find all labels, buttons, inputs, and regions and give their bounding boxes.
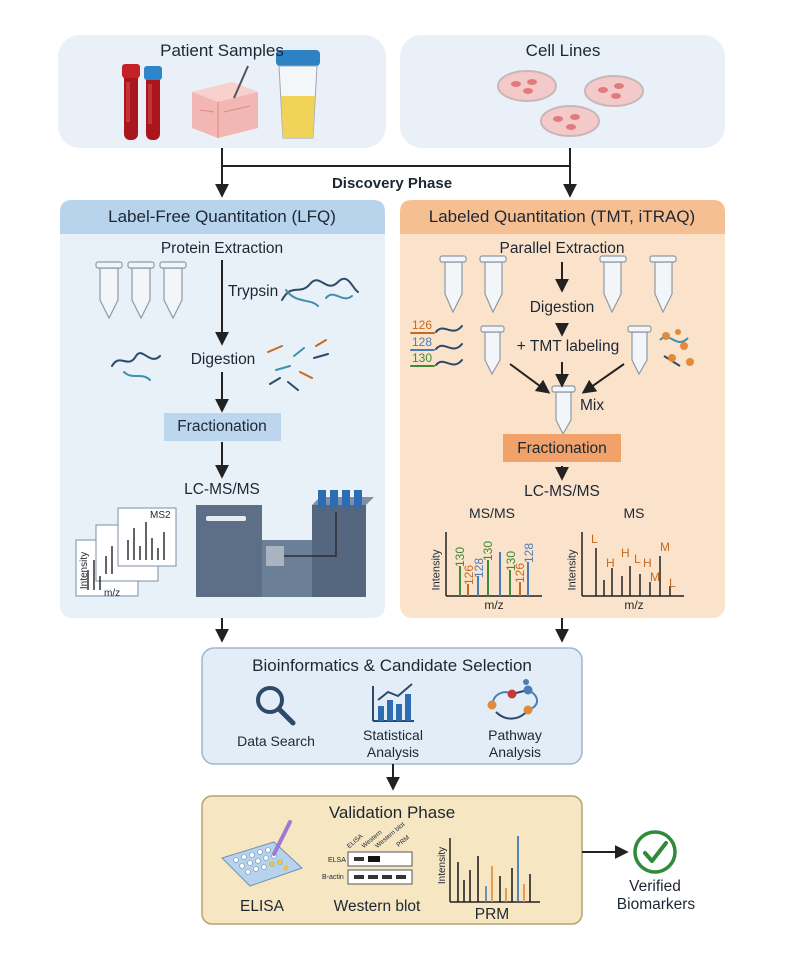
urine-cup-icon (276, 50, 320, 139)
blood-tubes-icon (122, 64, 162, 140)
labeled-fractionation-label: Fractionation (517, 440, 607, 457)
ms-peak-label: L (634, 552, 641, 566)
pathway-label-line1: Pathway (488, 727, 542, 743)
lfq-tubes-icon (95, 261, 187, 320)
bioinformatics-title: Bioinformatics & Candidate Selection (252, 656, 532, 675)
labeled-lcmsms-label: LC-MS/MS (524, 483, 600, 500)
validation-title: Validation Phase (328, 803, 456, 822)
blot-row-label: B-actin (322, 874, 344, 881)
labeled-digestion-label: Digestion (529, 299, 595, 316)
pathway-network-icon (487, 679, 538, 720)
protein-chains-icon (281, 277, 359, 307)
lfq-lcmsms-label: LC-MS/MS (184, 481, 260, 498)
elisa-plate-icon (221, 820, 303, 887)
to-bioinformatics-arrows (215, 618, 569, 643)
trypsin-label: Trypsin (228, 283, 279, 300)
magnifier-icon (256, 686, 296, 726)
ms-xlabel: m/z (624, 598, 644, 612)
elisa-label: ELISA (240, 898, 284, 915)
msms-peak-label: 130 (481, 540, 496, 562)
tmt-tag-lines (410, 325, 463, 367)
cell-lines-box (400, 35, 725, 148)
verified-label: Verified (629, 878, 681, 895)
source-connector (215, 148, 577, 198)
ms-spectra-cards (75, 507, 177, 597)
labeled-peptides-icon (659, 329, 694, 367)
tag-130-label: 130 (412, 351, 433, 365)
prm-ylabel: Intensity (437, 846, 449, 885)
lfq-title: Label-Free Quantitation (LFQ) (108, 207, 336, 226)
spectra-intensity-label: Intensity (79, 551, 91, 590)
msms-xlabel: m/z (484, 598, 504, 612)
statistical-label-line2: Analysis (366, 744, 420, 760)
tmt-labeling-label: + TMT labeling (516, 338, 620, 355)
labeled-tubes-icon (439, 255, 677, 436)
lfq-fractionation-box (164, 413, 281, 441)
ms-spectrum-plot (581, 532, 684, 597)
ms2-label: MS2 (150, 510, 171, 521)
ms-peak-label: H (621, 546, 630, 560)
spectra-mz-label: m/z (104, 588, 121, 599)
ms-peak-label: H (606, 556, 615, 570)
patient-samples-label: Patient Samples (160, 41, 284, 60)
tissue-sample-icon (192, 65, 258, 138)
labeled-title: Labeled Quantitation (TMT, iTRAQ) (428, 207, 696, 226)
lfq-fractionation-label: Fractionation (177, 418, 267, 435)
msms-title: MS/MS (469, 505, 515, 521)
msms-peak-label: 126 (513, 562, 528, 584)
discovery-phase-label: Discovery Phase (331, 175, 453, 192)
mass-spectrometer-icon (196, 490, 374, 597)
check-circle-icon (633, 830, 677, 874)
statistical-label-line1: Statistical (363, 727, 423, 743)
protein-extraction-label: Protein Extraction (160, 240, 284, 257)
petri-dishes-icon (497, 70, 644, 137)
data-search-label: Data Search (237, 733, 315, 749)
cell-lines-label: Cell Lines (525, 41, 601, 60)
prm-spectrum-icon (449, 836, 540, 903)
msms-ylabel: Intensity (430, 549, 443, 591)
peptide-fragments-icon (111, 339, 329, 391)
msms-peak-label: 128 (522, 542, 537, 564)
ms-ylabel: Intensity (566, 549, 579, 591)
labeled-header-bar (400, 200, 725, 234)
tag-128-label: 128 (412, 335, 433, 349)
mix-label: Mix (580, 397, 605, 414)
ms-peak-label: L (669, 576, 676, 590)
parallel-extraction-label: Parallel Extraction (499, 240, 625, 257)
ms-peak-label: L (591, 532, 598, 546)
tag-126-label: 126 (412, 318, 433, 332)
msms-spectrum-plot (445, 532, 542, 597)
ms-peak-label: M (650, 570, 660, 584)
prm-label: PRM (474, 906, 510, 923)
labeled-flow-arrows (509, 262, 625, 481)
bar-chart-icon (372, 683, 414, 722)
western-blot-icon (347, 851, 413, 885)
ms-title: MS (623, 505, 645, 521)
lfq-header-bar (60, 200, 385, 234)
labeled-fractionation-box (503, 434, 621, 462)
lfq-digestion-label: Digestion (190, 351, 256, 368)
western-blot-label: Western blot (333, 898, 421, 915)
pathway-label-line2: Analysis (488, 744, 542, 760)
biomarkers-label: Biomarkers (616, 896, 696, 913)
ms-peak-label: M (660, 540, 670, 554)
ms-peak-label: H (643, 556, 652, 570)
blot-row-label: ELSA (328, 857, 346, 864)
